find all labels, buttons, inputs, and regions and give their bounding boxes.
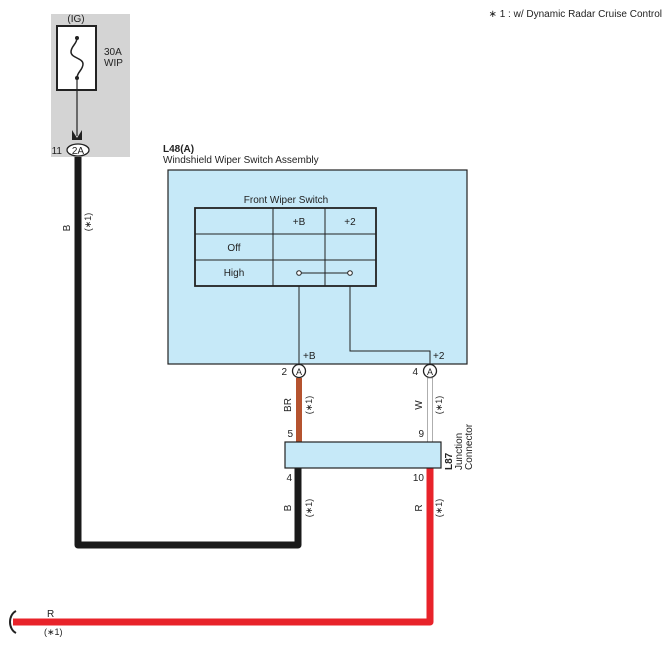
cruise-control-note: ∗ 1 : w/ Dynamic Radar Cruise Control — [489, 9, 662, 20]
junction-pin-5: 5 — [287, 429, 293, 440]
connector-2a-label: 2A — [72, 146, 85, 157]
fuse-icon — [70, 37, 84, 79]
connector-a-pin-number-2: 2 — [281, 367, 287, 378]
switch-table — [194, 207, 377, 287]
junction-name-2: Connector — [464, 423, 475, 470]
junction-connector-body — [284, 441, 442, 469]
switch-row-high: High — [224, 268, 245, 279]
connector-a-pin-2 — [291, 363, 307, 379]
switch-table-title: Front Wiper Switch — [244, 195, 328, 206]
internal-line-2 — [349, 286, 431, 364]
connector-2a-symbol — [66, 143, 90, 157]
wire-main-color: B — [62, 224, 73, 231]
wire-r-footnote: (∗1) — [434, 499, 444, 518]
connector-a-pin-number-4: 4 — [412, 367, 418, 378]
power-source-label: (IG) — [67, 14, 84, 25]
continuation-bracket-icon — [9, 610, 17, 634]
terminal-b-label: +B — [303, 351, 316, 362]
wire-lower-b-color: B — [283, 504, 294, 511]
switch-contact-2 — [347, 270, 353, 276]
wire-white — [427, 377, 433, 443]
connector-2a-pin: 11 — [52, 146, 63, 157]
wire-bottom-r-color: R — [47, 609, 54, 620]
switch-row-off: Off — [227, 243, 240, 254]
connector-a-letter-1: A — [296, 367, 302, 377]
wire-bottom-r-footnote: (∗1) — [44, 627, 63, 637]
junction-pin-10: 10 — [413, 473, 425, 484]
wire-br-color: BR — [283, 398, 294, 412]
wire-lower-b-footnote: (∗1) — [304, 499, 314, 518]
wire-black-main — [74, 157, 302, 549]
wire-r-color: R — [414, 504, 425, 511]
fuse-amperage: 30A — [104, 47, 122, 58]
wire-w-color: W — [414, 400, 425, 410]
terminal-2-label: +2 — [433, 351, 445, 362]
connector-a-letter-2: A — [427, 367, 433, 377]
wire-br-footnote: (∗1) — [304, 396, 314, 415]
junction-code: L87 — [444, 452, 455, 470]
wire-main-footnote: (∗1) — [83, 213, 93, 232]
switch-col-2: +2 — [344, 217, 356, 228]
junction-pin-4: 4 — [286, 473, 292, 484]
wire-w-footnote: (∗1) — [434, 396, 444, 415]
connector-arrow-icon — [72, 130, 82, 140]
fuse-terminal-bottom — [75, 76, 79, 80]
connector-a-pin-4 — [422, 363, 438, 379]
junction-pin-9: 9 — [418, 429, 424, 440]
wire-red — [13, 468, 434, 626]
switch-assembly-name: Windshield Wiper Switch Assembly — [163, 155, 319, 166]
fuse-terminal-top — [75, 36, 79, 40]
switch-assembly-body — [167, 169, 468, 365]
switch-assembly-code: L48(A) — [163, 144, 194, 155]
switch-contact-b — [296, 270, 302, 276]
switch-col-b: +B — [293, 217, 306, 228]
fuse-name: WIP — [104, 58, 123, 69]
junction-name-1: Junction — [454, 433, 465, 470]
